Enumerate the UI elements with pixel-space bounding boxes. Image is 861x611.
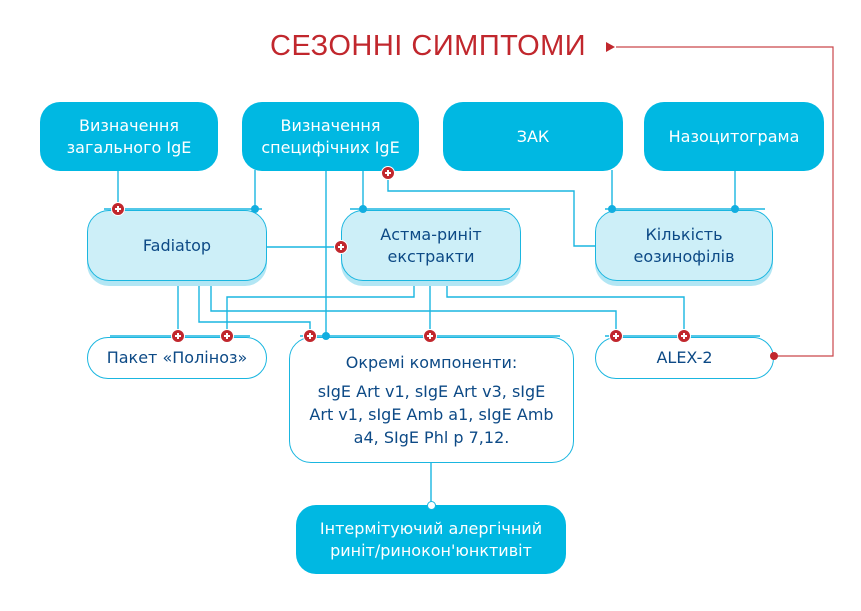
connector-specific-ige-eosinophils <box>387 173 596 247</box>
plus-icon <box>381 166 395 180</box>
connector-dot-icon <box>426 500 436 510</box>
connector-dot-icon <box>359 205 367 213</box>
connector-fadiatop-components <box>198 281 311 336</box>
node-total-ige[interactable]: Визначення загального IgE <box>40 102 218 171</box>
node-components[interactable]: Окремі компоненти: sIgE Art v1, sIgE Art… <box>289 337 574 463</box>
plus-icon <box>423 329 437 343</box>
connector-dot-icon <box>770 352 778 360</box>
node-pollinosis-panel[interactable]: Пакет «Поліноз» <box>87 337 267 379</box>
node-components-heading: Окремі компоненти: <box>345 352 518 372</box>
node-eosinophils[interactable]: Кількість еозинофілів <box>595 210 773 281</box>
plus-icon <box>334 240 348 254</box>
connector-fadiatop-alex2 <box>210 281 617 336</box>
node-zak-label: ЗАК <box>516 126 550 146</box>
node-components-line1: sIgE Art v1, sIgE Art v3, sIgE <box>317 381 546 401</box>
node-alex2[interactable]: ALEX-2 <box>595 337 774 379</box>
plus-icon <box>171 329 185 343</box>
node-specific-ige[interactable]: Визначення специфічних IgE <box>242 102 419 171</box>
node-total-ige-line1: Визначення <box>79 115 179 135</box>
node-nasocytogram[interactable]: Назоцитограма <box>644 102 824 171</box>
plus-icon <box>111 202 125 216</box>
diagram-title: СЕЗОННІ СИМПТОМИ <box>270 30 587 62</box>
connector-dot-icon <box>731 205 739 213</box>
node-diagnosis-line1: Інтермітуючий алергічний <box>319 518 543 538</box>
node-pollinosis-panel-label: Пакет «Поліноз» <box>106 348 248 367</box>
node-asthma-rhinitis-line2: екстракти <box>387 246 475 266</box>
node-diagnosis[interactable]: Інтермітуючий алергічний риніт/ринокон'ю… <box>296 505 566 574</box>
connector-dot-icon <box>322 332 330 340</box>
node-components-line3: a4, SIgE Phl p 7,12. <box>353 427 510 447</box>
node-asthma-rhinitis[interactable]: Астма-риніт екстракти <box>341 210 521 281</box>
plus-icon <box>609 329 623 343</box>
connector-asthma-alex2 <box>446 281 685 336</box>
connector-alex2-symptoms <box>616 46 834 357</box>
node-specific-ige-line2: специфічних IgE <box>261 137 400 157</box>
node-eosinophils-line2: еозинофілів <box>633 246 735 266</box>
connector-dot-icon <box>608 205 616 213</box>
arrowhead-icon <box>606 42 615 52</box>
plus-icon <box>677 329 691 343</box>
connector-dot-icon <box>251 205 259 213</box>
node-diagnosis-line2: риніт/ринокон'юнктивіт <box>330 540 532 560</box>
node-components-line2: Art v1, sIgE Amb a1, sIgE Amb <box>309 404 554 424</box>
plus-icon <box>303 329 317 343</box>
node-fadiatop[interactable]: Fadiatop <box>87 210 267 281</box>
connector-asthma-pollinosis <box>226 281 415 336</box>
plus-icon <box>220 329 234 343</box>
node-eosinophils-line1: Кількість <box>645 224 723 244</box>
node-asthma-rhinitis-line1: Астма-риніт <box>380 224 482 244</box>
node-zak[interactable]: ЗАК <box>443 102 623 171</box>
node-total-ige-line2: загального IgE <box>66 137 192 157</box>
node-nasocytogram-label: Назоцитограма <box>668 126 800 146</box>
node-alex2-label: ALEX-2 <box>656 348 713 367</box>
node-specific-ige-line1: Визначення <box>280 115 381 135</box>
node-fadiatop-label: Fadiatop <box>142 235 212 255</box>
